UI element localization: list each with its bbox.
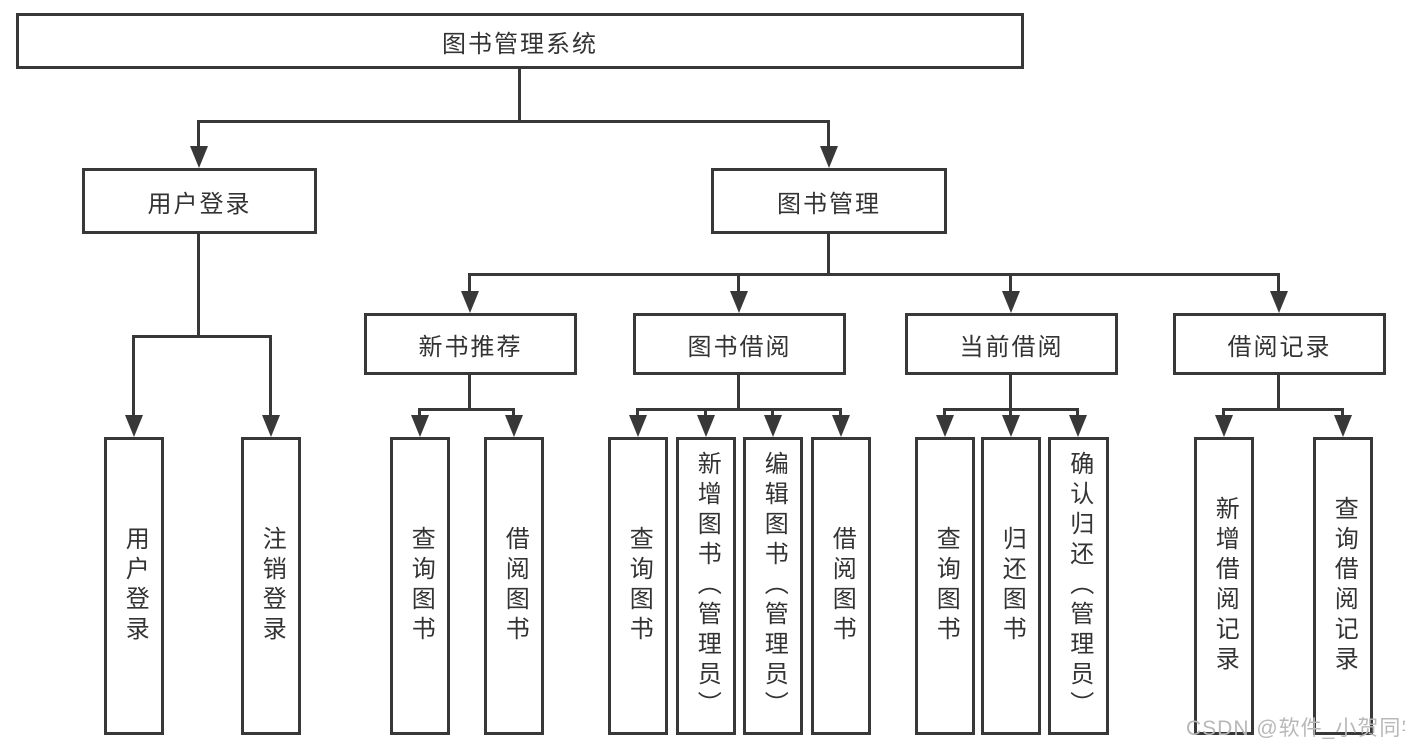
connector-line xyxy=(1009,408,1012,417)
connector-line xyxy=(943,408,946,417)
connector-line xyxy=(1277,375,1280,408)
arrow-down-icon xyxy=(730,291,748,313)
node-label: 注销登录 xyxy=(258,526,286,646)
leaf-return-books: 归还图书 xyxy=(981,437,1041,735)
node-label: 图书借阅 xyxy=(687,333,792,361)
node-label: 查询图书 xyxy=(625,526,653,646)
leaf-user-login: 用户登录 xyxy=(104,437,164,735)
node-label: 新增借阅记录 xyxy=(1211,496,1239,676)
leaf-query-borrow-record: 查询借阅记录 xyxy=(1313,437,1373,735)
connector-line xyxy=(269,335,272,417)
connector-line xyxy=(636,408,842,411)
arrow-down-icon xyxy=(262,415,280,437)
connector-line xyxy=(839,408,842,417)
node-library-management-system: 图书管理系统 xyxy=(16,13,1024,69)
connector-line xyxy=(1009,273,1012,293)
node-label: 用户登录 xyxy=(147,190,252,218)
leaf-add-book-admin: 新增图书（管理员） xyxy=(676,437,736,735)
arrow-down-icon xyxy=(1334,415,1352,437)
node-label: 借阅图书 xyxy=(501,526,529,646)
node-label: 新增图书（管理员） xyxy=(693,451,721,721)
node-label: 查询借阅记录 xyxy=(1330,496,1358,676)
connector-line xyxy=(197,234,200,335)
connector-line xyxy=(468,273,1280,276)
node-book-management-branch: 图书管理 xyxy=(711,168,947,234)
connector-line xyxy=(1341,408,1344,417)
node-label: 编辑图书（管理员） xyxy=(760,451,788,721)
connector-line xyxy=(1222,408,1225,417)
connector-line xyxy=(512,408,515,417)
node-label: 借阅图书 xyxy=(828,526,856,646)
arrow-down-icon xyxy=(505,415,523,437)
node-book-borrow: 图书借阅 xyxy=(633,313,846,375)
leaf-query-books-2: 查询图书 xyxy=(608,437,668,735)
arrow-down-icon xyxy=(697,415,715,437)
connector-line xyxy=(468,375,471,408)
connector-line xyxy=(418,408,421,417)
connector-line xyxy=(418,408,515,411)
node-label: 查询图书 xyxy=(932,526,960,646)
node-label: 确认归还（管理员） xyxy=(1065,451,1093,721)
connector-line xyxy=(636,408,639,417)
connector-line xyxy=(197,120,830,123)
arrow-down-icon xyxy=(936,415,954,437)
connector-line xyxy=(132,335,272,338)
arrow-down-icon xyxy=(1002,291,1020,313)
node-current-borrow: 当前借阅 xyxy=(905,313,1118,375)
connector-line xyxy=(737,273,740,293)
csdn-watermark: CSDN @软件_小贺同学 xyxy=(1186,717,1405,740)
arrow-down-icon xyxy=(629,415,647,437)
connector-line xyxy=(468,273,471,293)
connector-line xyxy=(704,408,707,417)
connector-line xyxy=(827,120,830,148)
node-label: 图书管理系统 xyxy=(442,30,598,58)
node-label: 借阅记录 xyxy=(1227,333,1332,361)
connector-line xyxy=(1009,375,1012,408)
connector-line xyxy=(1277,273,1280,293)
leaf-confirm-return-admin: 确认归还（管理员） xyxy=(1048,437,1109,735)
arrow-down-icon xyxy=(125,415,143,437)
arrow-down-icon xyxy=(190,146,208,168)
node-label: 新书推荐 xyxy=(418,333,523,361)
arrow-down-icon xyxy=(832,415,850,437)
connector-line xyxy=(737,375,740,408)
leaf-add-borrow-record: 新增借阅记录 xyxy=(1194,437,1254,735)
arrow-down-icon xyxy=(1002,415,1020,437)
connector-line xyxy=(1076,408,1079,417)
node-label: 归还图书 xyxy=(998,526,1026,646)
connector-line xyxy=(827,234,830,273)
connector-line xyxy=(197,120,200,148)
arrow-down-icon xyxy=(764,415,782,437)
arrow-down-icon xyxy=(1069,415,1087,437)
node-borrow-records: 借阅记录 xyxy=(1173,313,1386,375)
connector-line xyxy=(132,335,135,417)
node-label: 当前借阅 xyxy=(959,333,1064,361)
connector-line xyxy=(518,69,521,120)
arrow-down-icon xyxy=(461,291,479,313)
leaf-query-books-3: 查询图书 xyxy=(915,437,975,735)
node-label: 查询图书 xyxy=(407,526,435,646)
arrow-down-icon xyxy=(1215,415,1233,437)
arrow-down-icon xyxy=(411,415,429,437)
leaf-query-books-1: 查询图书 xyxy=(390,437,450,735)
node-label: 用户登录 xyxy=(121,526,149,646)
leaf-borrow-books-2: 借阅图书 xyxy=(811,437,871,735)
arrow-down-icon xyxy=(820,146,838,168)
node-user-login-branch: 用户登录 xyxy=(82,168,317,234)
connector-line xyxy=(943,408,1079,411)
connector-line xyxy=(771,408,774,417)
connector-line xyxy=(1222,408,1344,411)
leaf-edit-book-admin: 编辑图书（管理员） xyxy=(743,437,803,735)
leaf-borrow-books-1: 借阅图书 xyxy=(484,437,544,735)
leaf-logout: 注销登录 xyxy=(241,437,301,735)
node-new-book-recommend: 新书推荐 xyxy=(364,313,577,375)
node-label: 图书管理 xyxy=(777,190,881,218)
arrow-down-icon xyxy=(1270,291,1288,313)
